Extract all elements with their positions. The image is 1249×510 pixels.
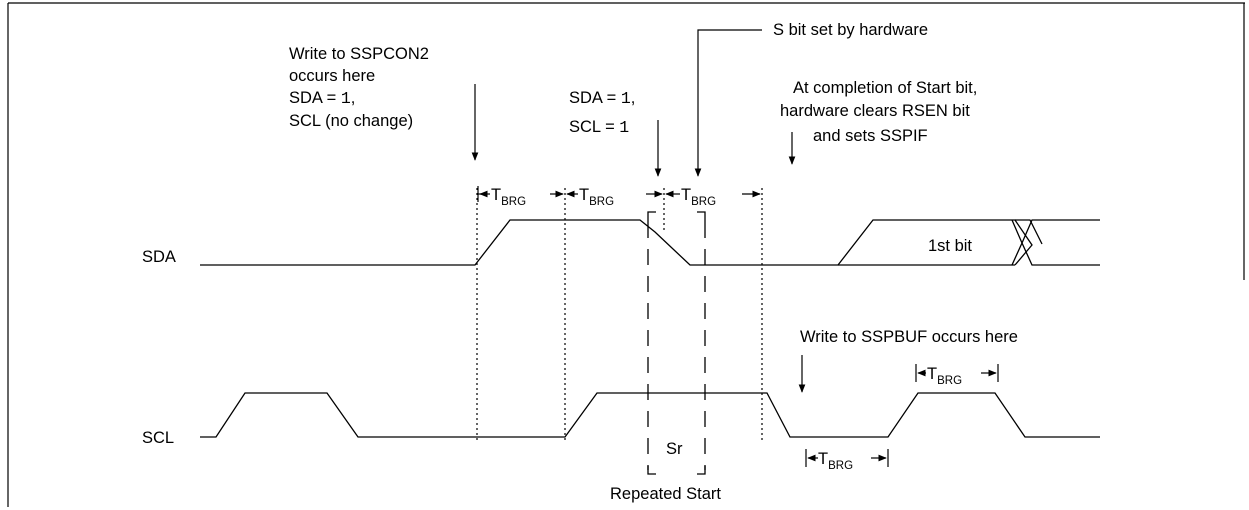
- sda-scl-high-annotation: SDA = 1, SCL = 1: [569, 89, 662, 177]
- repeated-start-box: [647, 211, 706, 475]
- tbrg-label: TBRG: [818, 450, 853, 472]
- svg-text:SCL = 1: SCL = 1: [569, 118, 629, 137]
- write-sspbuf-annotation: Write to SSPBUF occurs here: [798, 328, 1018, 393]
- repeated-start-label: Repeated Start: [610, 485, 721, 503]
- sda-cross-a: [1011, 219, 1100, 266]
- svg-text:and sets SSPIF: and sets SSPIF: [813, 127, 928, 145]
- tbrg-interval-1: TBRG: [477, 186, 564, 208]
- diagram-frame: [7, 2, 1245, 507]
- scl-signal-label: SCL: [142, 429, 174, 447]
- tbrg-interval-scl-high: TBRG: [915, 364, 999, 387]
- tbrg-interval-3: TBRG: [665, 186, 761, 208]
- svg-text:SCL (no change): SCL (no change): [289, 112, 413, 130]
- tbrg-interval-scl-low: TBRG: [805, 449, 889, 472]
- sr-label: Sr: [666, 440, 683, 458]
- tbrg-label: TBRG: [927, 365, 962, 387]
- first-bit-label: 1st bit: [928, 237, 972, 255]
- tbrg-label: TBRG: [579, 186, 614, 208]
- sda-cross-b: [1011, 219, 1100, 266]
- sda-signal-label: SDA: [142, 248, 176, 266]
- tbrg-label: TBRG: [681, 186, 716, 208]
- svg-text:Write to SSPBUF occurs here: Write to SSPBUF occurs here: [800, 328, 1018, 346]
- tbrg-label: TBRG: [491, 186, 526, 208]
- tbrg-interval-2: TBRG: [566, 186, 663, 208]
- svg-text:S bit set by hardware: S bit set by hardware: [773, 21, 928, 39]
- svg-text:At completion of Start bit,: At completion of Start bit,: [793, 79, 977, 97]
- sda-first-bit-high: [1015, 219, 1043, 245]
- svg-text:hardware clears RSEN bit: hardware clears RSEN bit: [780, 102, 970, 120]
- completion-annotation: At completion of Start bit, hardware cle…: [780, 79, 977, 165]
- svg-text:occurs here: occurs here: [289, 67, 375, 85]
- svg-text:Write to SSPCON2: Write to SSPCON2: [289, 45, 429, 63]
- scl-waveform: [200, 392, 1100, 438]
- sda-waveform: [200, 219, 1033, 266]
- svg-text:SDA = 1,: SDA = 1,: [289, 89, 355, 108]
- write-sspcon2-annotation: Write to SSPCON2 occurs here SDA = 1, SC…: [289, 45, 479, 161]
- s-bit-annotation: S bit set by hardware: [694, 21, 928, 177]
- svg-text:SDA = 1,: SDA = 1,: [569, 89, 635, 108]
